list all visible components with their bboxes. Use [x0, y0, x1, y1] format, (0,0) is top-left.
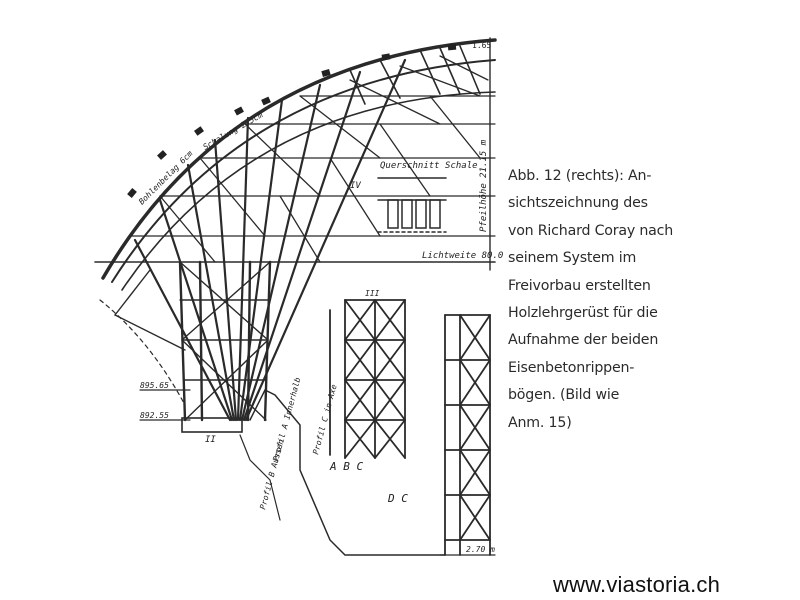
cross-section-detail: [377, 177, 447, 233]
caption-line: Abb. 12 (rechts): An-: [508, 168, 652, 184]
caption-line: sichtszeichnung des: [508, 195, 648, 212]
label-elev-1: 895.65: [140, 381, 169, 390]
label-marker-iii: III: [365, 289, 380, 298]
caption-line: bögen. (Bild wie: [508, 387, 620, 404]
arch-outer-curve: [101, 38, 497, 280]
caption-line: seinem System im: [508, 250, 637, 267]
caption-line: Anm. 15): [508, 414, 572, 431]
label-profile-b: Profil B Aussen: [258, 438, 285, 510]
figure-caption: Abb. 12 (rechts): An- sichtszeichnung de…: [508, 163, 708, 437]
caption-line: Aufnahme der beiden: [508, 332, 659, 349]
label-elev-2: 892.55: [140, 411, 169, 420]
caption-line: von Richard Coray nach: [508, 222, 674, 239]
formwork-blocks: [127, 43, 457, 198]
tower-iv: [444, 314, 491, 556]
caption-line: Holzlehrgerüst für die: [508, 305, 658, 322]
label-lichtweite: Lichtweite 80.0: [422, 251, 503, 261]
fan-struts: [133, 58, 407, 422]
caption-line: Eisenbetonrippen-: [508, 359, 635, 376]
label-pfeilhoehe: Pfeilhöhe 21.15 m: [479, 139, 489, 232]
label-schalung: Schalung 2.5cm: [202, 110, 265, 152]
label-letters-abc: A B C: [329, 460, 363, 473]
label-bohlenbelag: Bohlenbelag 6cm: [137, 149, 195, 207]
arch-lower-curve: [121, 91, 496, 291]
caption-line: Freivorbau erstellten: [508, 277, 651, 294]
label-width-dim: 2.70 m: [466, 545, 495, 554]
label-marker-ii: II: [205, 435, 216, 445]
tower-iii: [329, 299, 406, 459]
label-top-dim: 1.65: [472, 41, 491, 50]
label-marker-iv: IV: [350, 181, 361, 191]
label-profile-c: Profil C in Axe: [311, 383, 338, 455]
label-letters-dc: D C: [387, 492, 408, 505]
label-querschnitt: Querschnitt Schale: [380, 161, 478, 171]
footer-url: www.viastoria.ch: [553, 572, 721, 597]
